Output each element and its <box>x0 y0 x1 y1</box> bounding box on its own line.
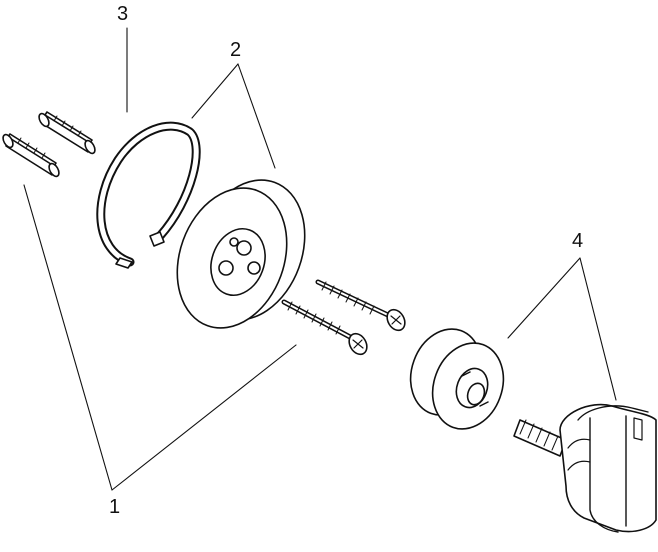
callout-4: 4 <box>572 230 584 252</box>
screw-lower <box>281 299 368 356</box>
leader-4b <box>579 257 617 401</box>
adapter-ring <box>409 328 505 430</box>
callout-3: 3 <box>117 3 129 25</box>
leader-4a <box>507 257 581 339</box>
callout-2: 2 <box>230 39 242 61</box>
wall-disc <box>176 179 306 329</box>
screw-upper <box>315 279 406 332</box>
wall-plug-upper <box>38 111 96 155</box>
leader-1b <box>111 344 297 491</box>
leader-1a <box>23 184 113 491</box>
callout-1: 1 <box>109 496 121 518</box>
leader-lines <box>23 27 617 491</box>
leader-2a <box>191 63 239 119</box>
wall-plug-lower <box>2 133 60 178</box>
shower-holder <box>513 403 657 533</box>
retaining-ring <box>96 121 201 269</box>
leader-2b <box>237 63 276 169</box>
